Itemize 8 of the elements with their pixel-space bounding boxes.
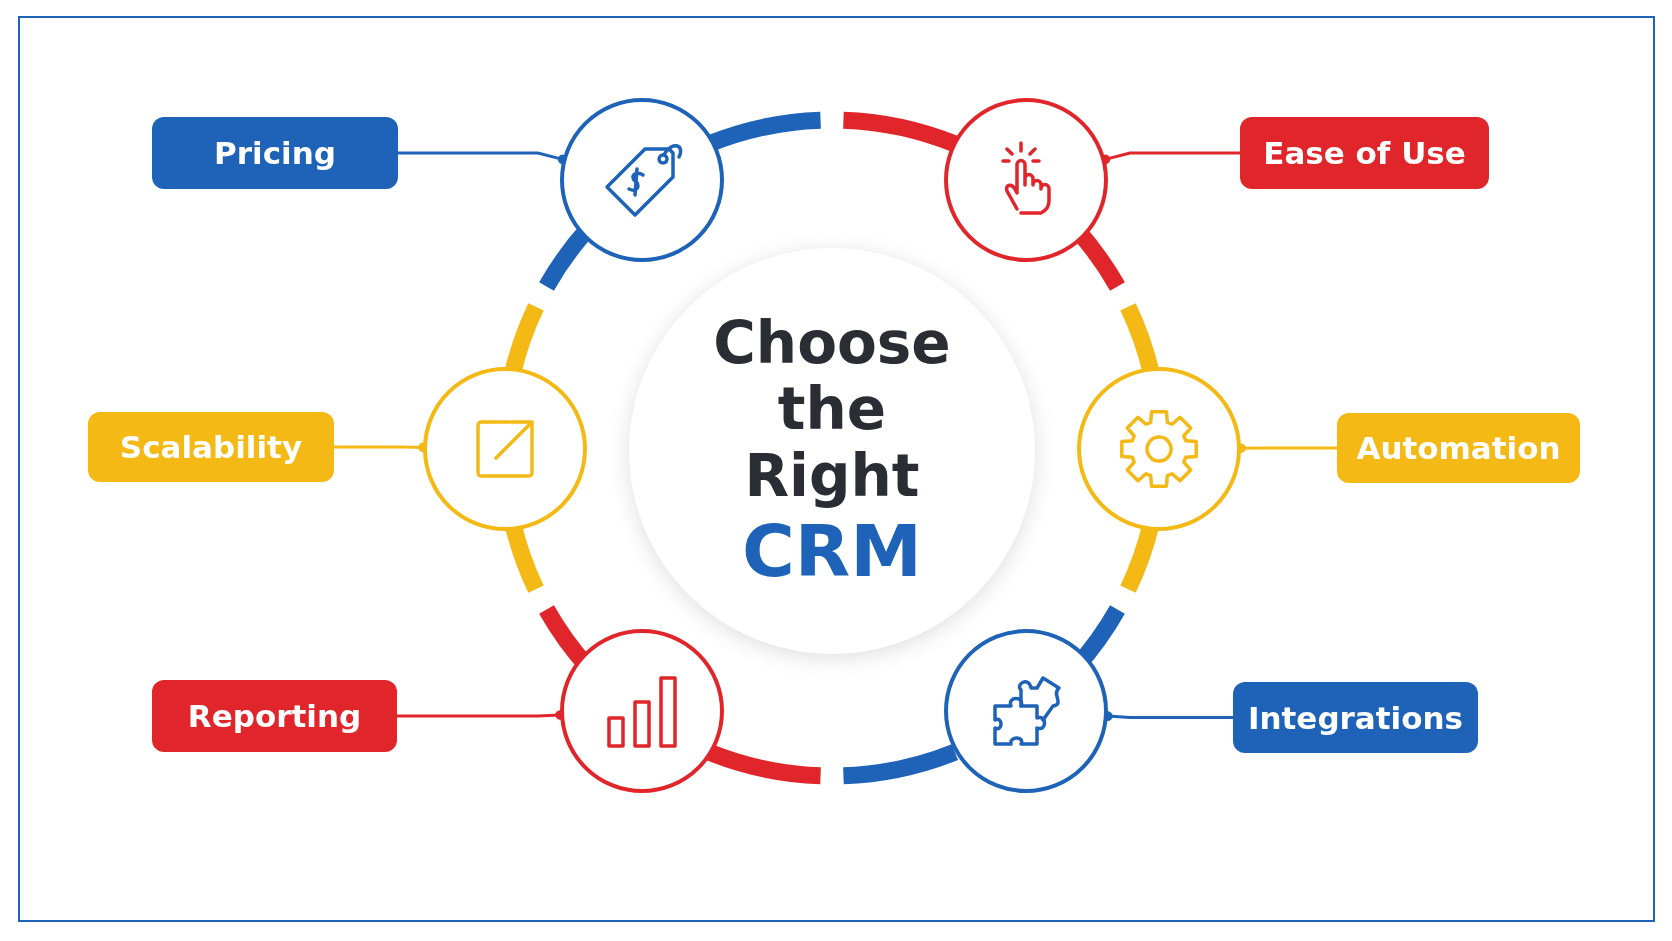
heading-text: Choose the Right [712, 309, 952, 510]
topic-label: Integrations [1233, 682, 1478, 753]
topic-label: Ease of Use [1240, 117, 1489, 189]
topic-label: Reporting [152, 680, 397, 752]
topic-label: Automation [1337, 413, 1580, 483]
topic-label: Pricing [152, 117, 398, 189]
heading-accent-text: CRM [742, 509, 922, 593]
topic-label: Scalability [88, 412, 334, 482]
